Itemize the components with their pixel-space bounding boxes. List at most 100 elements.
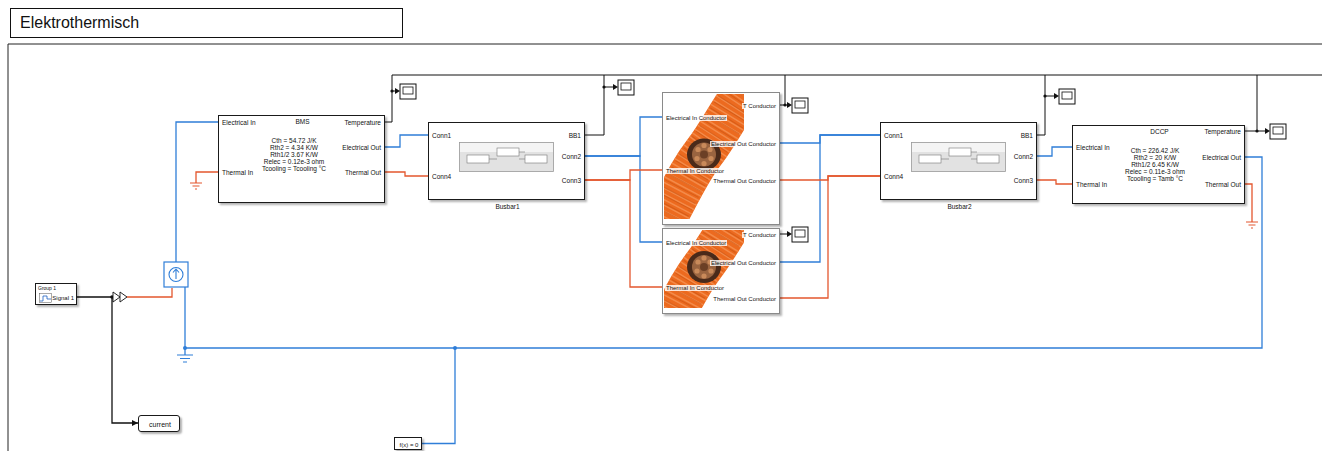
scope-screen bbox=[795, 101, 805, 108]
thermal-ground bbox=[190, 183, 202, 189]
connector-line bbox=[585, 156, 662, 242]
connector-line bbox=[1037, 147, 1072, 156]
scope-symbol bbox=[400, 84, 416, 99]
parameter-text: Relec = 0.11e-3 ohm bbox=[1125, 169, 1185, 176]
parameter-text: Tcooling = Tcooling °C bbox=[262, 166, 326, 173]
connector-line bbox=[780, 135, 880, 262]
parameter-text: Tcooling = Tamb °C bbox=[1127, 176, 1183, 183]
connector bbox=[585, 156, 662, 242]
port-label: Thermal Out bbox=[345, 170, 381, 177]
electrical-wire bbox=[176, 122, 218, 262]
cable-core bbox=[700, 151, 708, 159]
busbar-icon-frame bbox=[460, 143, 554, 172]
scope-symbol bbox=[618, 80, 634, 95]
cable-strand bbox=[695, 147, 700, 152]
connector-line bbox=[585, 180, 662, 287]
solver-block: f(x) = 0 bbox=[394, 437, 422, 450]
connector bbox=[585, 170, 662, 180]
electrical-ground bbox=[177, 355, 193, 362]
port-label: Electrical Out Conductor bbox=[710, 260, 777, 266]
block-title: BMS bbox=[295, 119, 309, 126]
cable-strand bbox=[701, 255, 706, 260]
parameter-text: Cth = 226.42 J/K bbox=[1131, 148, 1180, 155]
scope-screen bbox=[795, 230, 805, 237]
port-label: Thermal Out Conductor bbox=[712, 296, 777, 302]
block-name: current bbox=[149, 421, 171, 428]
signal-junction bbox=[390, 89, 393, 92]
port-label: Conn3 bbox=[562, 178, 581, 185]
parameter-text: Rth2 = 4.34 K/W bbox=[270, 145, 318, 152]
connector-line bbox=[780, 176, 880, 298]
block-name: Busbar1 bbox=[495, 204, 519, 211]
bms-block: BMSElectrical InThermal InTemperatureEle… bbox=[218, 115, 385, 203]
signal-junction bbox=[783, 103, 786, 106]
busbar-icon-part bbox=[977, 155, 999, 163]
thermal-wire bbox=[1245, 184, 1252, 222]
signal-line bbox=[780, 234, 787, 235]
busbar-icon-link bbox=[941, 152, 977, 159]
arrowhead bbox=[787, 102, 792, 108]
port-label: BB1 bbox=[1021, 133, 1033, 140]
connector-line bbox=[385, 135, 428, 147]
parameter-text: Cth = 54.72 J/K bbox=[272, 138, 317, 145]
plot-frame bbox=[40, 294, 52, 303]
cable-strand bbox=[701, 161, 706, 166]
connector-line bbox=[585, 170, 662, 180]
signal-builder-block: Group 1Signal 1 bbox=[35, 283, 77, 305]
connector bbox=[585, 180, 662, 287]
thermal-wire bbox=[196, 172, 218, 183]
cable-strand bbox=[694, 156, 699, 161]
connector-line bbox=[385, 172, 428, 176]
busbar-block: Conn1Conn4BB1Conn2Conn3Busbar1 bbox=[428, 122, 585, 200]
cable-strand bbox=[701, 273, 706, 278]
physical-signal-wire bbox=[127, 288, 172, 297]
workspace-block: current bbox=[138, 415, 180, 432]
thermal-ground bbox=[1246, 222, 1258, 228]
busbar-icon bbox=[459, 142, 554, 172]
port-label: Electrical In Conductor bbox=[665, 115, 727, 121]
connector-line bbox=[780, 135, 880, 143]
busbar-icon-frame bbox=[912, 143, 1006, 172]
cable-section bbox=[687, 251, 721, 283]
dccp-block: DCCPElectrical InThermal InTemperatureEl… bbox=[1072, 125, 1245, 204]
cable-photo bbox=[664, 94, 744, 219]
arrowhead bbox=[613, 84, 618, 90]
port-label: Electrical Out bbox=[1202, 155, 1241, 162]
port-label: Electrical Out Conductor bbox=[710, 141, 777, 147]
port-label: Signal 1 bbox=[52, 295, 74, 301]
cable-braid bbox=[666, 95, 742, 219]
signal-junction bbox=[602, 85, 605, 88]
scope-screen bbox=[1062, 92, 1072, 99]
signal-plot-icon bbox=[39, 293, 52, 303]
diagram-title: Elektrothermisch bbox=[11, 9, 402, 37]
connector bbox=[1037, 147, 1072, 156]
arrowhead bbox=[1054, 93, 1059, 99]
cable-core bbox=[700, 263, 708, 271]
port-label: Temperature bbox=[1205, 129, 1242, 136]
scope-symbol bbox=[1059, 89, 1075, 104]
connector bbox=[385, 172, 428, 176]
connector bbox=[780, 135, 880, 262]
block-name: f(x) = 0 bbox=[400, 442, 419, 448]
block-name: Busbar2 bbox=[947, 204, 971, 211]
port-label: Electrical In bbox=[222, 120, 256, 127]
port-label: Thermal In Conductor bbox=[665, 168, 725, 174]
port-label: Thermal Out Conductor bbox=[712, 178, 777, 184]
scope-screen bbox=[1273, 127, 1283, 134]
cable-sleeve bbox=[666, 95, 742, 219]
connector-line bbox=[77, 297, 138, 423]
port-label: Conn1 bbox=[884, 133, 903, 140]
signal-line bbox=[1037, 75, 1054, 135]
port-label: T Conductor bbox=[742, 232, 777, 238]
parameter-text: Rth2 = 20 K/W bbox=[1134, 155, 1176, 162]
signal-converter bbox=[113, 292, 127, 302]
port-label: Conn2 bbox=[1014, 154, 1033, 161]
port-label: Electrical Out bbox=[342, 145, 381, 152]
port-label: Electrical In bbox=[1076, 145, 1110, 152]
connector bbox=[385, 135, 428, 147]
arrowhead bbox=[787, 231, 792, 237]
port-label: Conn4 bbox=[884, 174, 903, 181]
cable-braid bbox=[666, 95, 742, 219]
